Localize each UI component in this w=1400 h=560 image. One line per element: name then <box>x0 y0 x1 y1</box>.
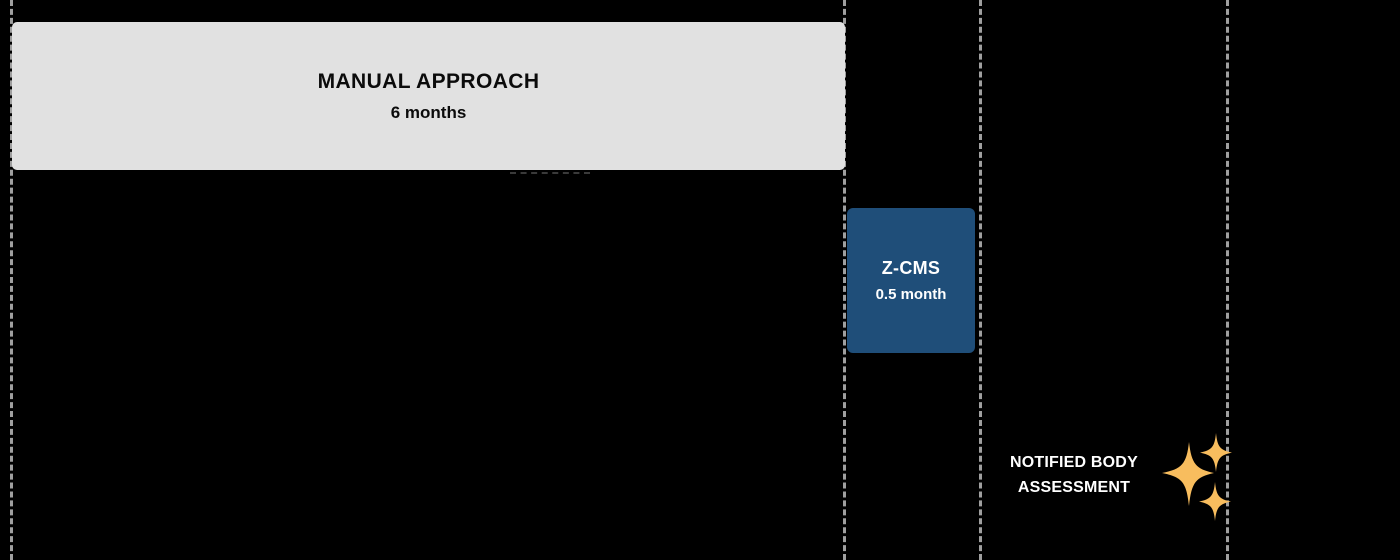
baseline-tick <box>510 172 590 174</box>
bar-zcms-title: Z-CMS <box>881 258 941 278</box>
bar-manual-approach-title: MANUAL APPROACH <box>317 70 540 93</box>
gridline-1 <box>10 0 13 560</box>
bar-manual-approach-duration: 6 months <box>390 103 467 122</box>
bar-zcms[interactable]: Z-CMS 0.5 month <box>847 208 975 353</box>
sparkles-icon-svg <box>1161 433 1232 521</box>
gridline-2 <box>843 0 846 560</box>
bar-manual-approach[interactable]: MANUAL APPROACH 6 months <box>12 22 845 170</box>
gridline-3 <box>979 0 982 560</box>
sparkles-icon <box>1152 430 1238 522</box>
bar-zcms-duration: 0.5 month <box>875 286 947 303</box>
notified-body-assessment-annotation: NOTIFIED BODY ASSESSMENT <box>1010 430 1238 522</box>
notified-body-assessment-label: NOTIFIED BODY ASSESSMENT <box>1010 454 1138 496</box>
gridline-4 <box>1226 0 1229 560</box>
